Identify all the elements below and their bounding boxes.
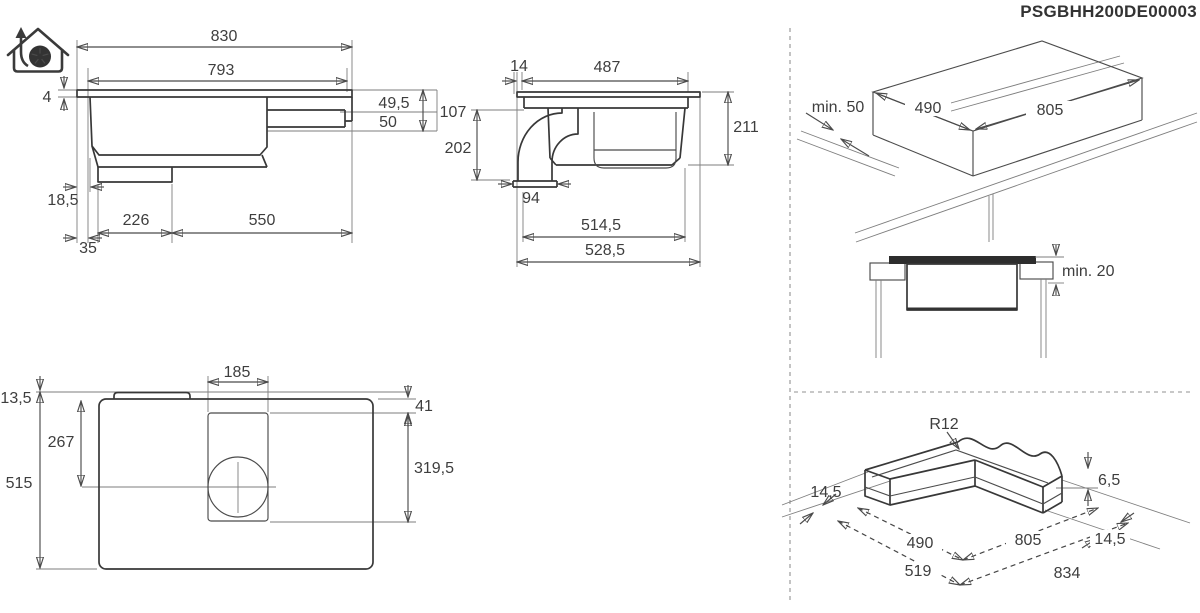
dim-overlap-left: 14,5 (810, 484, 841, 501)
dim-plan-depth: 515 (6, 475, 33, 492)
exhaust-air-house-icon (6, 27, 70, 73)
dim-body-height: 202 (445, 140, 472, 157)
dim-outer-length: 834 (1054, 565, 1081, 582)
dim-module-width: 185 (224, 364, 251, 381)
view-front-elevation: 830 793 4 49,5 50 107 18,5 226 550 35 (43, 28, 467, 257)
dim-cutout-width: 490 (915, 100, 942, 117)
dim-inner-depth: 514,5 (581, 217, 621, 234)
dim-step-depth-1: 49,5 (378, 95, 409, 112)
dim-left-offset: 18,5 (47, 192, 78, 209)
hob-glass-section (889, 256, 1036, 264)
dim-edge-offset: 35 (79, 240, 97, 257)
dim-module-depth: 319,5 (414, 460, 454, 477)
dim-wall-clearance: min. 50 (812, 99, 865, 116)
dim-corner-radius: R12 (929, 416, 958, 433)
dim-overlap-right: 14,5 (1094, 531, 1125, 548)
dim-corner-cutout-width: 490 (907, 535, 934, 552)
view-corner-detail: R12 14,5 6,5 490 805 14,5 519 834 (781, 416, 1191, 585)
dim-right-offset: 41 (415, 398, 433, 415)
drawing-code: PSGBHH200DE00003 (1020, 2, 1197, 21)
view-plan-top: 13,5 515 267 185 41 319,5 (0, 364, 454, 570)
dim-step-depth-2: 50 (379, 114, 397, 131)
dim-right-height: 107 (440, 104, 467, 121)
dim-body-width: 550 (249, 212, 276, 229)
dim-top-offset: 13,5 (0, 390, 31, 407)
dim-center-distance: 267 (48, 434, 75, 451)
dim-glass-thickness: 4 (43, 89, 52, 106)
view-side-profile: 14 487 211 202 94 514,5 528,5 (445, 58, 759, 267)
dim-total-height: 211 (733, 119, 759, 136)
dim-outer-width: 519 (905, 563, 932, 580)
dim-duct-width: 226 (123, 212, 150, 229)
dim-outlet-width: 94 (522, 190, 540, 207)
dim-front-overhang: 14 (510, 58, 528, 75)
view-worktop-cutout-perspective: min. 50 490 805 (796, 40, 1198, 243)
dim-inner-width: 793 (208, 62, 235, 79)
dim-edge-height: 6,5 (1098, 472, 1120, 489)
dim-total-width: 830 (211, 28, 238, 45)
dim-bottom-clearance: min. 20 (1062, 263, 1115, 280)
dim-corner-cutout-length: 805 (1015, 532, 1042, 549)
dim-top-width: 487 (594, 59, 621, 76)
view-installation-section: min. 20 (869, 245, 1115, 358)
dim-cutout-length: 805 (1037, 102, 1064, 119)
dim-total-depth: 528,5 (585, 242, 625, 259)
